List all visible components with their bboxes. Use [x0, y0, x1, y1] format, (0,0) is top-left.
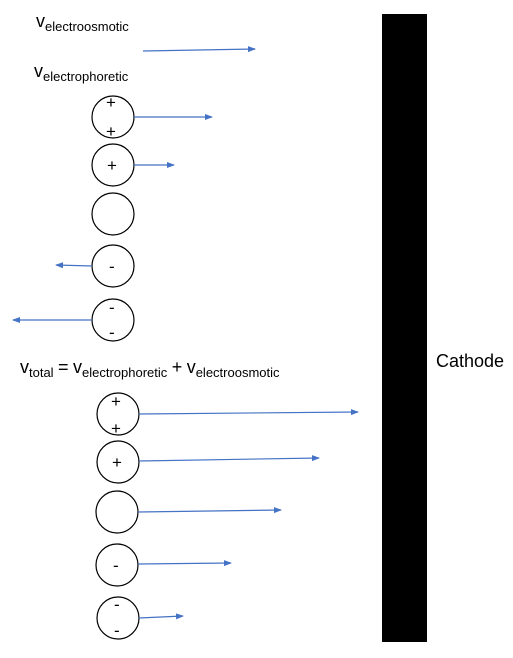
bottom-particle-4 [95, 543, 232, 587]
equals-sign: = [58, 357, 69, 377]
charge-symbol: + [107, 156, 117, 175]
particle-circle [95, 490, 139, 534]
cathode-electrode [382, 14, 427, 642]
electroosmotic-arrow [142, 46, 256, 53]
top-particle-5 [12, 298, 135, 342]
charge-symbol: - [113, 556, 119, 575]
subscript-electrophoretic: electrophoretic [43, 69, 129, 85]
particle-circle [95, 543, 139, 587]
charge-symbol: + [106, 122, 116, 141]
subscript-total: total [29, 365, 54, 381]
velocity-arrow [138, 455, 320, 462]
charge-symbol: + [111, 419, 121, 438]
particle-circle [96, 440, 140, 484]
subscript-electroosmotic: electroosmotic [195, 365, 280, 381]
charge-symbol: - [109, 298, 115, 317]
bottom-particle-5 [96, 596, 184, 640]
v-symbol: v [36, 11, 45, 31]
velocity-arrow [138, 613, 184, 620]
charge-symbol: - [109, 323, 115, 342]
v-symbol: v [73, 357, 82, 377]
velocity-arrow [138, 409, 359, 416]
velocity-arrow [137, 507, 282, 514]
v-symbol: v [34, 61, 43, 81]
bottom-particle-3 [95, 490, 282, 534]
total-velocity-equation: vtotal = velectrophoretic + velectroosmo… [20, 358, 280, 379]
bottom-particle-1 [96, 392, 359, 436]
charge-symbol: + [106, 93, 116, 112]
charge-symbol: + [111, 392, 121, 411]
subscript-electroosmotic: electroosmotic [45, 19, 129, 35]
charge-symbol: - [109, 257, 115, 276]
cathode-label: Cathode [436, 351, 505, 371]
top-particle-3 [91, 192, 135, 236]
particle-circle [91, 192, 135, 236]
charge-symbol: - [114, 621, 120, 640]
v-symbol: v [186, 357, 196, 377]
charge-symbol: - [114, 595, 120, 614]
top-particle-1 [91, 95, 213, 139]
velocity-arrow [137, 560, 232, 567]
label-v-electrophoretic: velectrophoretic [34, 62, 128, 83]
v-symbol: v [20, 357, 29, 377]
top-particle-2 [91, 143, 175, 187]
plus-sign: + [171, 357, 183, 377]
top-particle-4 [55, 244, 135, 288]
bottom-particle-2 [96, 440, 320, 484]
velocity-arrow [55, 262, 93, 269]
subscript-electrophoretic: electrophoretic [82, 365, 168, 381]
charge-symbol: + [112, 453, 122, 472]
label-v-electroosmotic: velectroosmotic [36, 12, 129, 33]
